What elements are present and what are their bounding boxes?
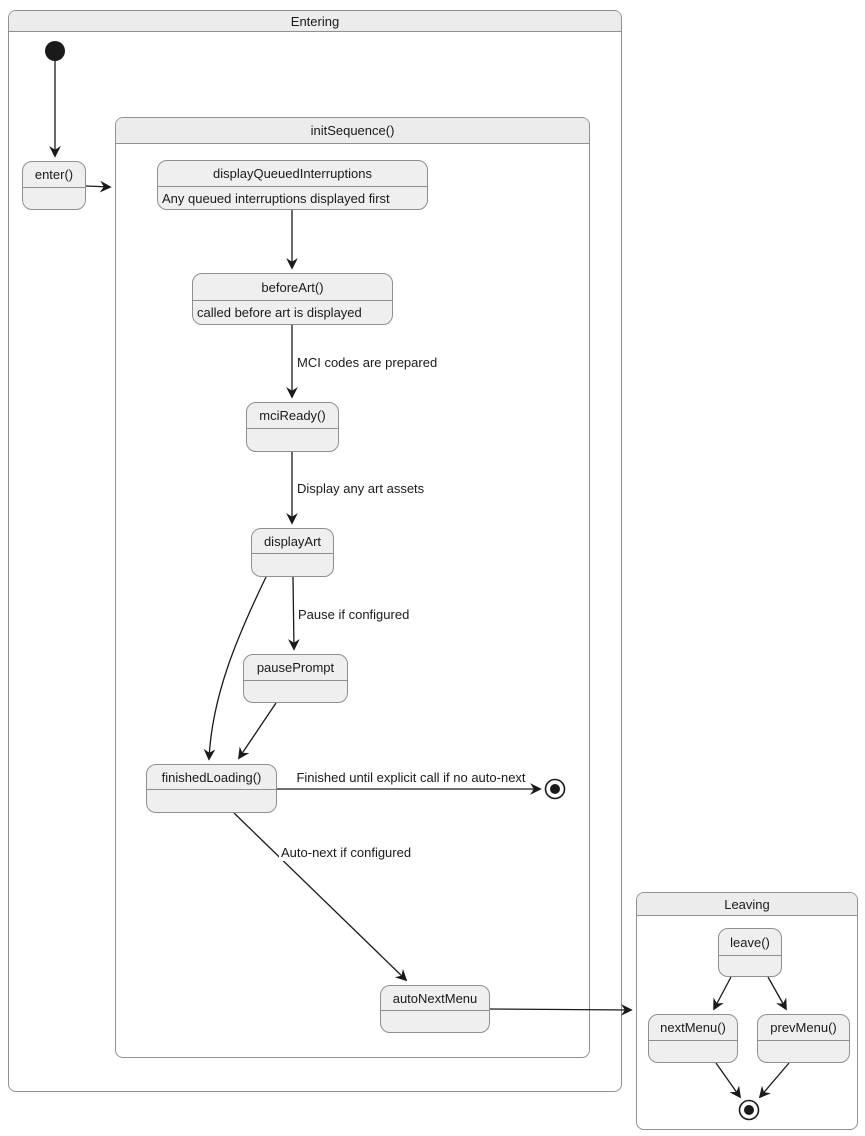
state-nextMenu-body bbox=[649, 1041, 737, 1062]
state-autoNextMenu-body bbox=[381, 1011, 489, 1032]
state-pausePrompt: pausePrompt bbox=[243, 654, 348, 703]
state-mciReady: mciReady() bbox=[246, 402, 339, 452]
composite-init-sequence-title: initSequence() bbox=[116, 118, 589, 144]
state-displayQueuedInterruptions-description: Any queued interruptions displayed first bbox=[162, 190, 390, 206]
state-nextMenu-label: nextMenu() bbox=[649, 1015, 737, 1041]
transition-label-mci-codes: MCI codes are prepared bbox=[295, 355, 440, 371]
state-displayArt: displayArt bbox=[251, 528, 334, 577]
state-beforeArt-label: beforeArt() bbox=[193, 274, 392, 301]
state-beforeArt-description: called before art is displayed bbox=[197, 305, 362, 320]
composite-leaving-title: Leaving bbox=[637, 893, 857, 916]
state-leave-label: leave() bbox=[719, 929, 781, 956]
state-mciReady-label: mciReady() bbox=[247, 403, 338, 429]
state-pausePrompt-body bbox=[244, 681, 347, 702]
state-leave: leave() bbox=[718, 928, 782, 977]
state-autoNextMenu-label: autoNextMenu bbox=[381, 986, 489, 1011]
state-displayArt-label: displayArt bbox=[252, 529, 333, 554]
state-prevMenu-body bbox=[758, 1041, 849, 1062]
transition-label-finished-no-autonext: Finished until explicit call if no auto-… bbox=[294, 770, 528, 786]
composite-leaving: Leaving bbox=[636, 892, 858, 1130]
transition-label-pause-if-configured: Pause if configured bbox=[296, 607, 412, 623]
state-displayArt-body bbox=[252, 554, 333, 576]
state-enter-body bbox=[23, 188, 85, 209]
state-enter-label: enter() bbox=[23, 162, 85, 188]
transition-label-autonext-if-configured: Auto-next if configured bbox=[279, 845, 414, 861]
state-leave-body bbox=[719, 956, 781, 976]
state-displayQueuedInterruptions-label: displayQueuedInterruptions bbox=[158, 161, 427, 187]
state-finishedLoading-body bbox=[147, 790, 276, 812]
state-prevMenu: prevMenu() bbox=[757, 1014, 850, 1063]
state-mciReady-body bbox=[247, 429, 338, 451]
composite-init-sequence: initSequence() bbox=[115, 117, 590, 1058]
state-pausePrompt-label: pausePrompt bbox=[244, 655, 347, 681]
state-displayQueuedInterruptions: displayQueuedInterruptions Any queued in… bbox=[157, 160, 428, 210]
state-finishedLoading-label: finishedLoading() bbox=[147, 765, 276, 790]
composite-entering-title: Entering bbox=[9, 11, 621, 32]
state-autoNextMenu: autoNextMenu bbox=[380, 985, 490, 1033]
state-enter: enter() bbox=[22, 161, 86, 210]
transition-label-display-art-assets: Display any art assets bbox=[295, 481, 427, 497]
state-prevMenu-label: prevMenu() bbox=[758, 1015, 849, 1041]
state-finishedLoading: finishedLoading() bbox=[146, 764, 277, 813]
state-nextMenu: nextMenu() bbox=[648, 1014, 738, 1063]
state-beforeArt: beforeArt() called before art is display… bbox=[192, 273, 393, 325]
